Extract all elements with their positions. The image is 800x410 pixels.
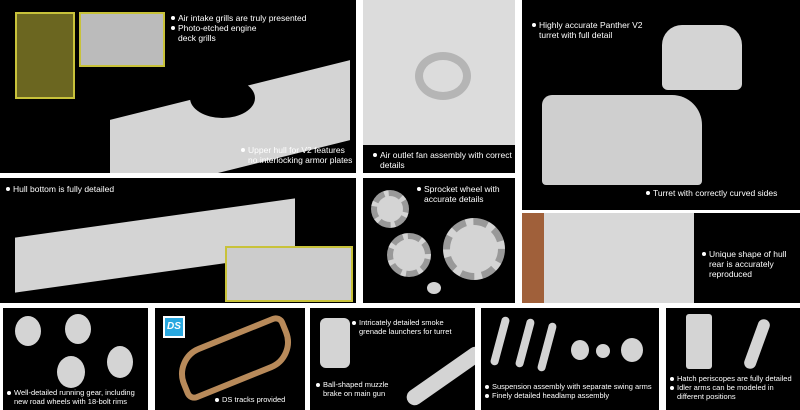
caption-fan: Air outlet fan assembly with correct det… bbox=[373, 150, 512, 170]
swing-arm-icon bbox=[514, 317, 536, 369]
headlamp-icon bbox=[621, 338, 643, 362]
swing-arm-icon bbox=[489, 315, 511, 367]
swing-arm-icon bbox=[536, 321, 558, 373]
panel-upper-hull: Air intake grills are truly presented Ph… bbox=[0, 0, 356, 173]
panel-periscopes: Hatch periscopes are fully detailed Idle… bbox=[666, 308, 800, 410]
caption-running-gear: Well-detailed running gear, including ne… bbox=[7, 388, 135, 406]
road-wheel-icon bbox=[15, 316, 41, 346]
caption-periscopes: Hatch periscopes are fully detailed Idle… bbox=[670, 374, 792, 401]
sprocket-medium-icon bbox=[387, 233, 431, 277]
hull-bottom-closeup bbox=[225, 246, 353, 302]
turret-shell-render bbox=[542, 95, 702, 185]
panel-running-gear: Well-detailed running gear, including ne… bbox=[3, 308, 148, 410]
caption-hull-rear: Unique shape of hull rear is accurately … bbox=[702, 249, 787, 279]
panel-suspension: Suspension assembly with separate swing … bbox=[481, 308, 659, 410]
hub-cap-icon bbox=[427, 282, 441, 294]
caption-suspension: Suspension assembly with separate swing … bbox=[485, 382, 652, 400]
sprocket-large-icon bbox=[443, 218, 505, 280]
grill-closeup bbox=[79, 12, 165, 67]
panel-tracks: DS DS tracks provided bbox=[155, 308, 305, 410]
caption-smoke: Intricately detailed smoke grenade launc… bbox=[352, 318, 452, 336]
panel-hull-bottom: Hull bottom is fully detailed bbox=[0, 178, 356, 303]
fan-icon bbox=[415, 52, 471, 100]
hull-rear-render bbox=[544, 213, 694, 303]
caption-hull-bottom: Hull bottom is fully detailed bbox=[6, 184, 114, 194]
smoke-launcher-render bbox=[320, 318, 350, 368]
caption-tracks: DS tracks provided bbox=[215, 395, 285, 405]
road-wheel-icon bbox=[57, 356, 85, 388]
turret-render bbox=[662, 25, 742, 90]
panel-smoke-launchers: Intricately detailed smoke grenade launc… bbox=[310, 308, 475, 410]
headlamp-icon bbox=[571, 340, 589, 360]
caption-turret-sides: Turret with correctly curved sides bbox=[646, 188, 777, 198]
panel-turret: Highly accurate Panther V2 turret with f… bbox=[522, 0, 800, 210]
panel-sprocket: Sprocket wheel with accurate details bbox=[363, 178, 515, 303]
road-wheel-icon bbox=[107, 346, 133, 378]
panel-hull-rear: Unique shape of hull rear is accurately … bbox=[522, 213, 800, 303]
panel-fan: Air outlet fan assembly with correct det… bbox=[363, 0, 515, 173]
caption-muzzle: Ball-shaped muzzle brake on main gun bbox=[316, 380, 388, 398]
caption-upper-hull: Upper hull for V2 features no interlocki… bbox=[241, 145, 352, 165]
headlamp-icon bbox=[596, 344, 610, 358]
ds-logo: DS bbox=[163, 316, 185, 338]
photo-etch-sheet bbox=[15, 12, 75, 99]
brick-wall bbox=[522, 213, 544, 303]
turret-ring bbox=[190, 78, 255, 118]
caption-air-intake: Air intake grills are truly presented Ph… bbox=[171, 13, 307, 43]
periscope-render bbox=[686, 314, 712, 369]
caption-turret: Highly accurate Panther V2 turret with f… bbox=[532, 20, 642, 40]
track-render bbox=[170, 312, 300, 404]
muzzle-brake-render bbox=[403, 343, 475, 409]
idler-arm-render bbox=[742, 317, 772, 371]
caption-sprocket: Sprocket wheel with accurate details bbox=[417, 184, 500, 204]
road-wheel-icon bbox=[65, 314, 91, 344]
sprocket-small-icon bbox=[371, 190, 409, 228]
